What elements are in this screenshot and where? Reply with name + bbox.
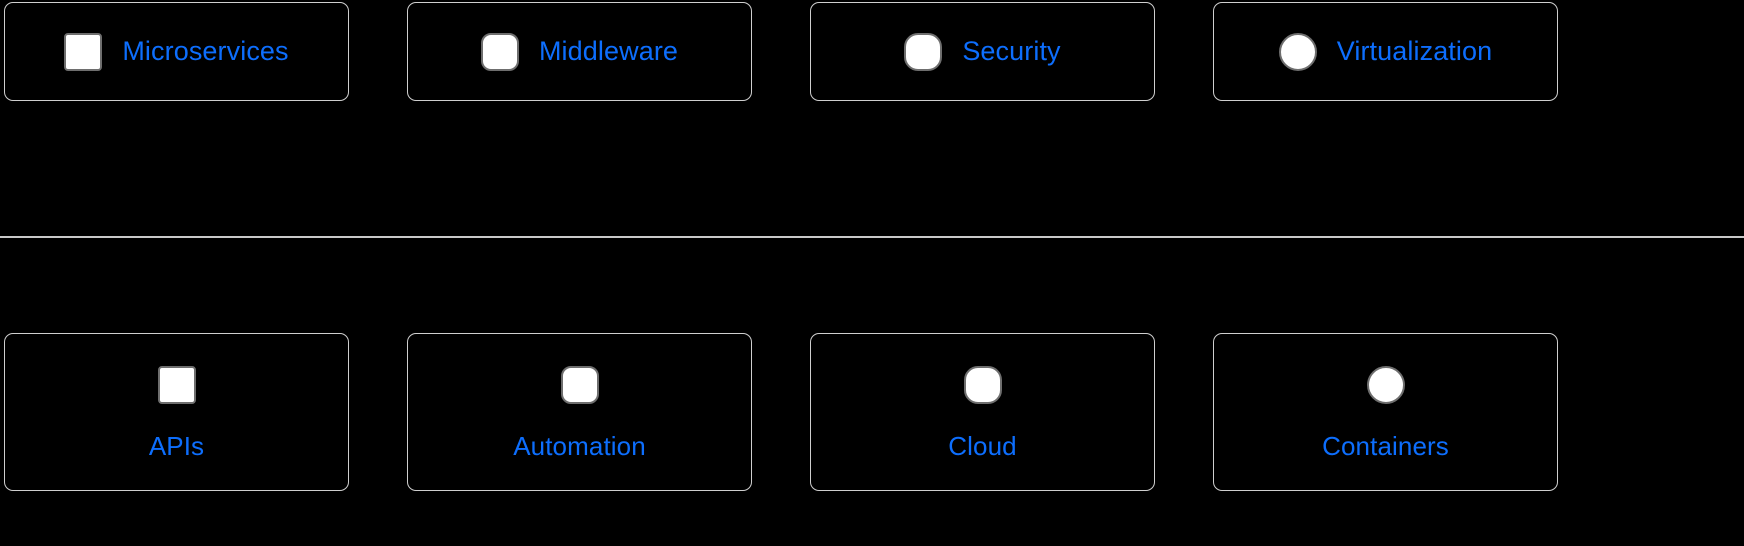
- card-label: Security: [962, 36, 1061, 66]
- circle-icon: [1366, 363, 1405, 407]
- card-apis[interactable]: APIs: [4, 333, 349, 491]
- card-security[interactable]: Security: [810, 2, 1155, 101]
- card-label: Cloud: [948, 431, 1017, 461]
- card-virtualization[interactable]: Virtualization: [1213, 2, 1558, 101]
- square-icon: [64, 32, 103, 71]
- card-containers[interactable]: Containers: [1213, 333, 1558, 491]
- squircle-icon: [963, 363, 1002, 407]
- card-label: Microservices: [122, 36, 289, 66]
- card-label: Middleware: [538, 36, 679, 66]
- top-card-row: Microservices Middleware Security Virtua…: [0, 2, 1744, 101]
- card-middleware[interactable]: Middleware: [407, 2, 752, 101]
- card-automation[interactable]: Automation: [407, 333, 752, 491]
- bottom-card-row: APIs Automation Cloud Containers: [0, 333, 1744, 491]
- card-label: Automation: [513, 431, 646, 461]
- card-label: APIs: [148, 431, 205, 461]
- card-microservices[interactable]: Microservices: [4, 2, 349, 101]
- rounded-square-icon: [560, 363, 599, 407]
- card-label: Virtualization: [1336, 36, 1493, 66]
- card-cloud[interactable]: Cloud: [810, 333, 1155, 491]
- square-icon: [157, 363, 196, 407]
- circle-icon: [1278, 32, 1317, 71]
- squircle-icon: [904, 32, 943, 71]
- card-label: Containers: [1322, 431, 1449, 461]
- section-divider: [0, 236, 1744, 238]
- rounded-square-icon: [480, 32, 519, 71]
